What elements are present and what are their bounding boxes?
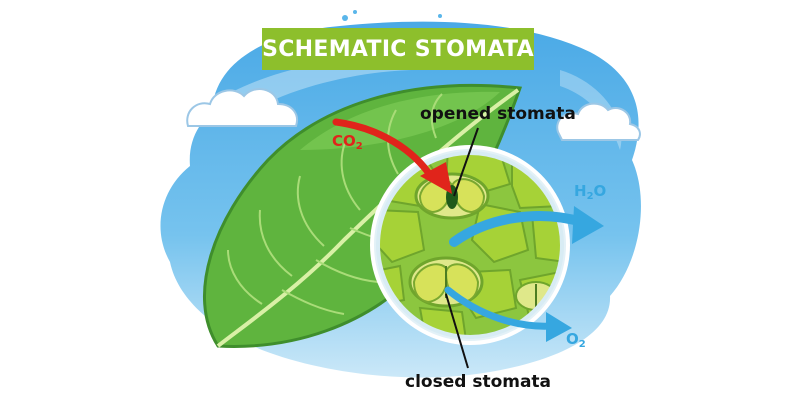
- co2-label: CO2: [332, 132, 363, 152]
- h2o-arrow: [449, 206, 604, 247]
- opened-stomata-label: opened stomata: [420, 104, 576, 124]
- co2-arrow: [332, 118, 452, 194]
- cloud-left: [186, 88, 298, 127]
- opened-stoma: [414, 172, 490, 220]
- closed-stomata-label: closed stomata: [405, 372, 552, 392]
- o2-label: O2: [566, 330, 586, 350]
- o2-arrow: [444, 286, 572, 342]
- h2o-label: H2O: [574, 182, 607, 202]
- cloud-right: [556, 102, 641, 141]
- magnified-lens: [370, 145, 570, 345]
- closed-stomata-pointer: [445, 293, 469, 369]
- diagram-title: SCHEMATIC STOMATA: [262, 36, 534, 62]
- opened-stomata-pointer: [453, 127, 479, 197]
- closed-stoma: [408, 256, 484, 308]
- title-banner: SCHEMATIC STOMATA: [262, 28, 534, 70]
